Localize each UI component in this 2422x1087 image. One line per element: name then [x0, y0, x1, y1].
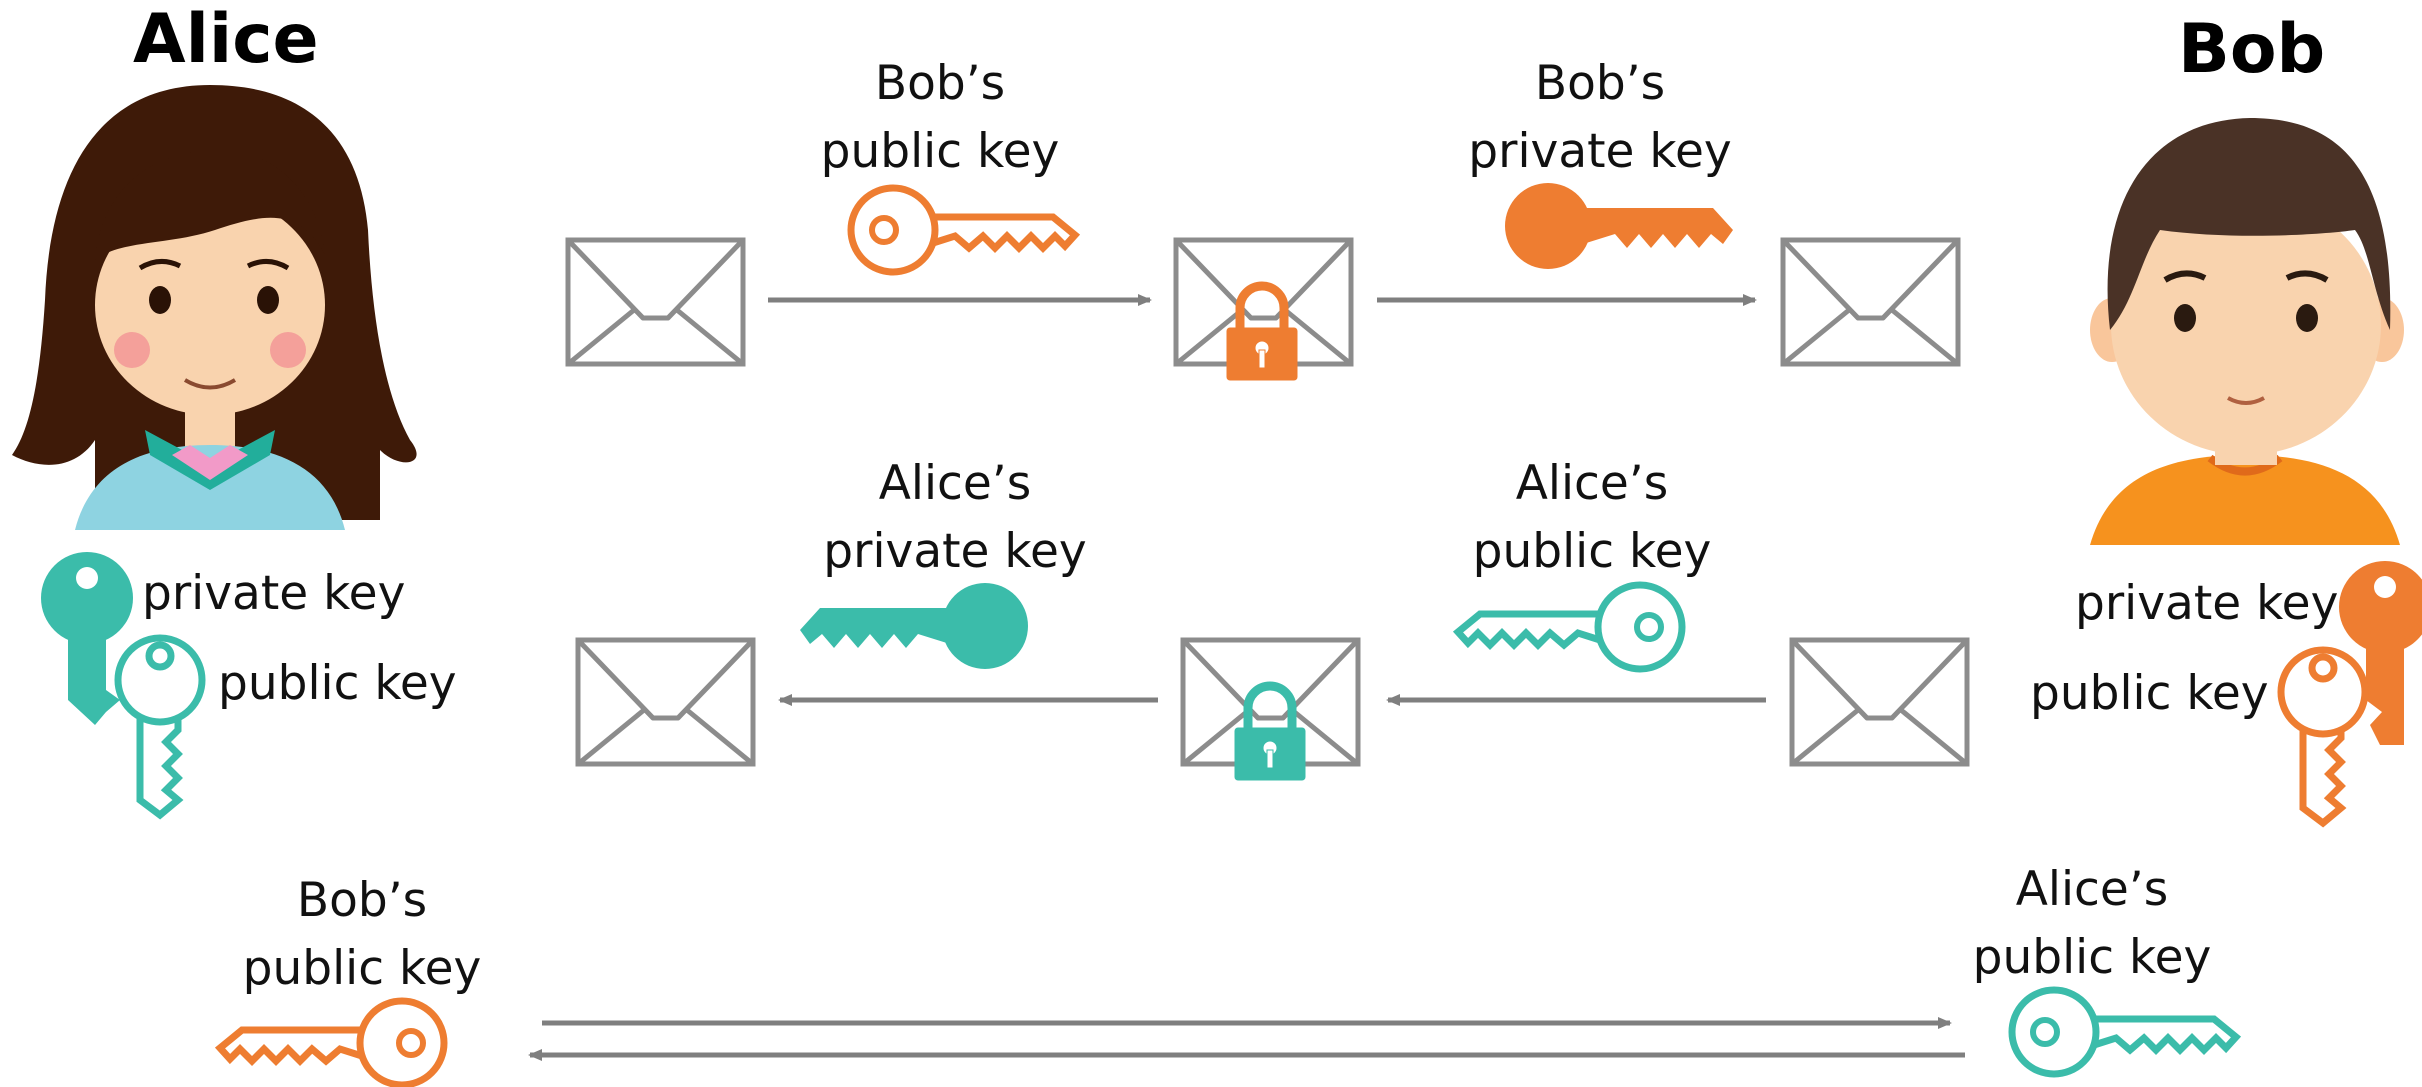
bob-public-key-label: public key [2030, 666, 2269, 721]
alice-name: Alice [133, 0, 319, 79]
label-line: public key [1472, 524, 1712, 579]
bob-public-key-icon [851, 188, 1075, 272]
label-line: public key [820, 124, 1060, 179]
bob-public-key-icon [2277, 646, 2369, 828]
envelope-icon [1792, 640, 1967, 764]
envelope-icon [1783, 240, 1958, 364]
bob-private-key-label: private key [2075, 576, 2339, 631]
bob-private-key-icon [2339, 561, 2422, 745]
label-line: Alice’s [2015, 862, 2169, 917]
bob-name: Bob [2178, 10, 2326, 89]
row1-key1-label: Bob’s public key [790, 50, 1090, 186]
row3-right-label: Alice’s public key [1942, 856, 2242, 992]
envelope-icon [568, 240, 743, 364]
label-line: public key [1972, 930, 2212, 985]
label-line: public key [242, 941, 482, 996]
alice-avatar [12, 85, 417, 530]
label-line: Alice’s [1515, 456, 1669, 511]
alice-public-key-label: public key [218, 656, 457, 711]
label-line: private key [1468, 124, 1732, 179]
label-line: Bob’s [296, 873, 428, 928]
alice-private-key-label: private key [142, 566, 406, 621]
row3-left-label: Bob’s public key [212, 867, 512, 1003]
row2-key1-label: Alice’s private key [805, 450, 1105, 586]
alice-private-key-icon [41, 552, 133, 725]
label-line: Alice’s [878, 456, 1032, 511]
label-line: Bob’s [874, 56, 1006, 111]
row1-key2-label: Bob’s private key [1450, 50, 1750, 186]
envelope-icon [578, 640, 753, 764]
bob-private-key-icon [1505, 183, 1733, 269]
bob-public-key-icon [220, 1001, 444, 1085]
alice-private-key-icon [800, 583, 1028, 669]
label-line: Bob’s [1534, 56, 1666, 111]
bob-avatar [2090, 118, 2404, 545]
alice-public-key-icon [114, 634, 206, 820]
alice-public-key-icon [1458, 585, 1682, 669]
label-line: private key [823, 524, 1087, 579]
alice-public-key-icon [2012, 990, 2236, 1074]
row2-key2-label: Alice’s public key [1442, 450, 1742, 586]
